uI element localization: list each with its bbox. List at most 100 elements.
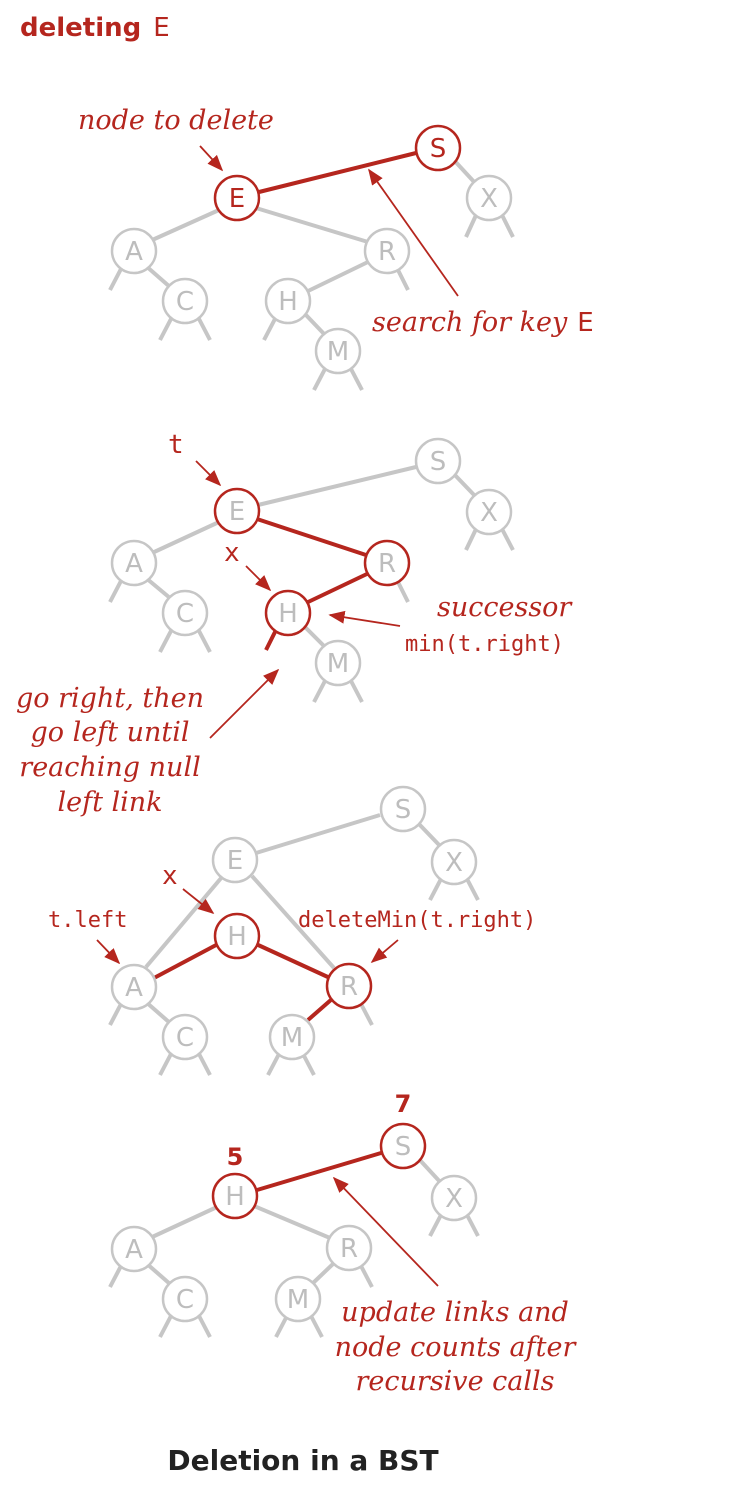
tree-node: M	[314, 639, 362, 687]
t-left-label: t.left	[48, 908, 127, 933]
svg-text:M: M	[281, 1023, 303, 1053]
tree-node: M	[314, 327, 362, 375]
svg-text:A: A	[125, 973, 143, 1003]
tree-node: A	[110, 539, 158, 587]
svg-text:left link: left link	[57, 787, 162, 818]
svg-text:C: C	[176, 1285, 194, 1315]
search-for-key-label: search for key	[372, 307, 568, 338]
t-arrow	[195, 460, 222, 487]
go-right-label: go right, then go left until reaching nu…	[16, 683, 204, 818]
tree-node: H	[264, 277, 312, 325]
svg-text:X: X	[445, 1184, 463, 1214]
svg-text:R: R	[378, 237, 396, 267]
svg-text:R: R	[340, 972, 358, 1002]
figure-caption: Deletion in a BST	[167, 1444, 438, 1477]
tree-node: S	[414, 437, 462, 485]
update-links-arrow	[332, 1176, 439, 1287]
panel-2-successor: S E X A R C H M t x successor min(t.righ…	[16, 430, 573, 818]
tree-node: X	[430, 838, 478, 886]
tree-node: H	[213, 912, 261, 960]
svg-text:recursive calls: recursive calls	[356, 1366, 555, 1397]
svg-text:X: X	[480, 498, 498, 528]
min-call-label: min(t.right)	[405, 632, 564, 657]
tree-node: S	[414, 124, 462, 172]
x-arrow	[245, 565, 272, 592]
svg-text:A: A	[125, 1235, 143, 1265]
node-to-delete-arrow	[199, 145, 224, 172]
tree-node: A	[110, 963, 158, 1011]
svg-text:C: C	[176, 599, 194, 629]
search-arrow	[368, 168, 459, 297]
svg-text:S: S	[430, 447, 447, 477]
tree-node: M	[268, 1013, 316, 1061]
svg-text:H: H	[227, 922, 247, 952]
svg-text:deleting E: deleting E	[20, 13, 170, 43]
tree-node: X	[465, 488, 513, 536]
tree-node: M	[274, 1275, 322, 1323]
node-count-s: 7	[395, 1090, 412, 1118]
svg-text:A: A	[125, 549, 143, 579]
svg-text:S: S	[395, 1132, 412, 1162]
svg-text:M: M	[327, 337, 349, 367]
svg-text:H: H	[225, 1182, 245, 1212]
tree-node: X	[430, 1174, 478, 1222]
node-to-delete-label: node to delete	[78, 105, 274, 136]
delete-min-arrow	[370, 939, 399, 964]
svg-text:H: H	[278, 287, 298, 317]
header-prefix: deleting	[20, 13, 141, 43]
successor-arrow	[328, 610, 401, 627]
svg-text:C: C	[176, 1023, 194, 1053]
tree-node: E	[213, 487, 261, 535]
svg-text:update links and: update links and	[341, 1297, 569, 1328]
svg-text:S: S	[395, 795, 412, 825]
svg-text:M: M	[287, 1285, 309, 1315]
search-key-label: E	[577, 308, 593, 338]
tree-node: R	[325, 1224, 373, 1272]
x-label: x	[224, 538, 240, 568]
x-label: x	[162, 861, 178, 891]
svg-text:S: S	[430, 134, 447, 164]
update-links-label: update links and node counts after recur…	[335, 1297, 578, 1397]
t-label: t	[168, 430, 184, 460]
tree-node: X	[465, 174, 513, 222]
tree-node: C	[161, 1013, 209, 1061]
delete-min-label: deleteMin(t.right)	[298, 908, 536, 933]
svg-text:A: A	[125, 237, 143, 267]
svg-text:search for key E: search for key E	[372, 307, 594, 338]
svg-text:M: M	[327, 649, 349, 679]
svg-text:X: X	[445, 848, 463, 878]
tree-node: S	[379, 785, 427, 833]
successor-label: successor	[437, 592, 573, 623]
tree-node: R	[363, 227, 411, 275]
svg-text:E: E	[227, 846, 243, 876]
tree-node: S	[379, 1122, 427, 1170]
tree-node: H	[211, 1172, 259, 1220]
go-right-arrow	[209, 668, 280, 739]
svg-text:E: E	[229, 184, 245, 214]
x-arrow	[182, 888, 215, 915]
svg-text:go left until: go left until	[30, 717, 189, 748]
svg-text:H: H	[278, 599, 298, 629]
svg-text:go right, then: go right, then	[16, 683, 204, 714]
header-key: E	[153, 13, 169, 43]
tree-node: C	[161, 1275, 209, 1323]
svg-text:C: C	[176, 287, 194, 317]
tree-node: E	[213, 174, 261, 222]
tree-node: C	[161, 589, 209, 637]
svg-text:R: R	[340, 1234, 358, 1264]
panel-3-deletemin: S E X H A R C M x t.left deleteMin(t.rig…	[48, 785, 536, 1076]
tree-node: H	[264, 589, 312, 637]
panel-4-update: S H X A R C M 7 5 update links and node …	[108, 1090, 578, 1397]
node-count-h: 5	[227, 1143, 244, 1171]
svg-text:node counts after: node counts after	[335, 1332, 578, 1363]
tree-node: C	[161, 277, 209, 325]
tree-node: R	[363, 539, 411, 587]
panel-1-search: S E X A R C H M node to delete search fo…	[78, 105, 594, 391]
tree-node: E	[211, 836, 259, 884]
svg-text:E: E	[229, 497, 245, 527]
svg-text:R: R	[378, 549, 396, 579]
t-left-arrow	[96, 939, 121, 965]
tree-node: R	[325, 962, 373, 1010]
svg-text:X: X	[480, 184, 498, 214]
